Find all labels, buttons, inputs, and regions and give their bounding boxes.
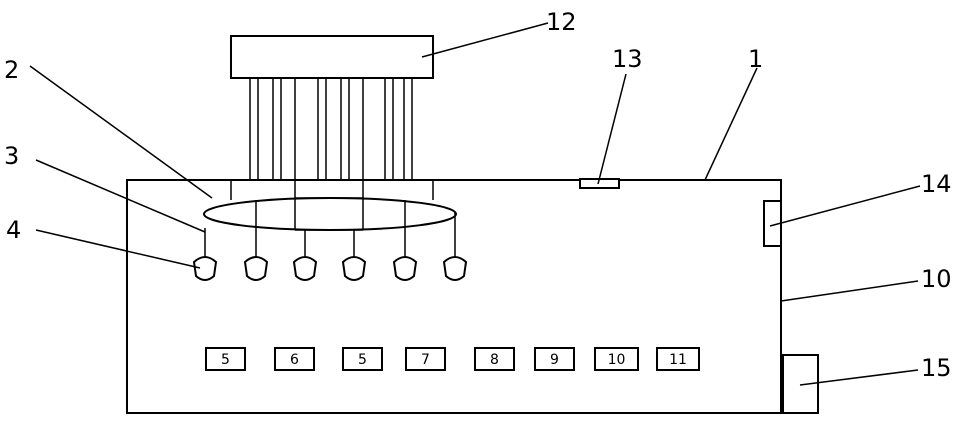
module-label: 10: [608, 352, 626, 368]
rotating-frame: [230, 180, 434, 231]
hanging-cup: [192, 228, 218, 281]
callout-labels: 12 2 3 4 13 1 14 10 15: [4, 8, 952, 382]
module-label: 5: [358, 352, 367, 368]
module-label: 5: [221, 352, 230, 368]
hanging-cup: [442, 212, 468, 281]
callout-13: 13: [612, 45, 643, 73]
hanging-cup: [341, 230, 367, 281]
callout-10: 10: [921, 265, 952, 293]
module-box: [656, 347, 700, 371]
hanging-cup: [292, 230, 318, 281]
leader-4: [35, 229, 201, 269]
top-unit: [230, 35, 434, 79]
callout-14: 14: [921, 170, 952, 198]
module-box: [205, 347, 246, 371]
leader-lines: [29, 22, 921, 386]
leader-14: [769, 185, 921, 227]
module-box: [474, 347, 515, 371]
leader-10: [780, 280, 919, 302]
module-box: [274, 347, 315, 371]
leader-15: [799, 369, 919, 386]
hanging-cup: [392, 200, 418, 281]
callout-4: 4: [6, 216, 21, 244]
callout-3: 3: [4, 142, 19, 170]
leader-1: [704, 67, 758, 181]
module-label: 7: [421, 352, 430, 368]
callout-1: 1: [748, 45, 763, 73]
module-row: 5 6 5 7 8 9 10 11: [205, 347, 700, 371]
module-box: [594, 347, 639, 371]
leader-12: [421, 22, 549, 58]
module-label: 6: [290, 352, 299, 368]
module-box: [342, 347, 383, 371]
main-housing: [126, 179, 782, 414]
hanging-cup: [243, 200, 269, 281]
module-label: 11: [669, 352, 687, 368]
distribution-ring: [203, 197, 457, 231]
cup-array: [192, 200, 468, 281]
module-box: [534, 347, 575, 371]
module-label: 8: [490, 352, 499, 368]
module-box: [405, 347, 446, 371]
rod-bundle: [249, 78, 413, 180]
leader-2: [29, 65, 213, 199]
callout-15: 15: [921, 354, 952, 382]
callout-2: 2: [4, 56, 19, 84]
leader-13: [597, 73, 627, 185]
callout-12: 12: [546, 8, 577, 36]
leader-3: [35, 159, 206, 233]
module-label: 9: [550, 352, 559, 368]
